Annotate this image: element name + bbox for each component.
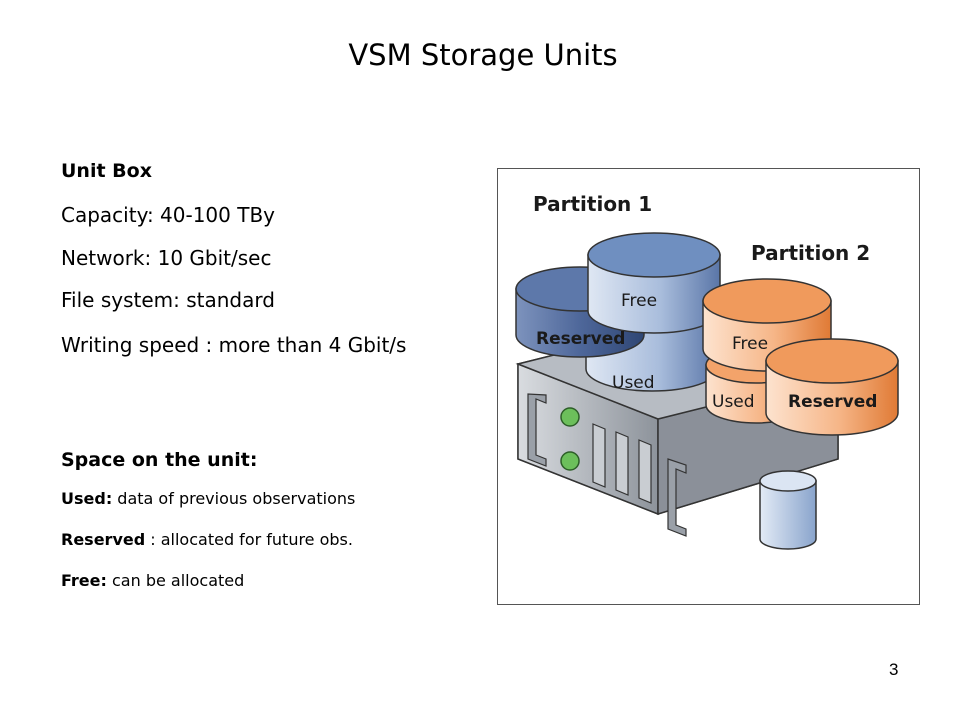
legend-used: Used: data of previous observations (61, 489, 355, 508)
network-spec: Network: 10 Gbit/sec (61, 246, 272, 270)
storage-diagram: Partition 1 Partition 2 Free Reserved Us… (497, 168, 920, 605)
disk-free-1-label: Free (621, 291, 657, 311)
legend-reserved-term: Reserved (61, 530, 146, 549)
legend-used-desc: data of previous observations (112, 489, 356, 508)
disk-used-1-label: Used (612, 373, 655, 393)
file-system-spec: File system: standard (61, 288, 275, 312)
status-light-icon (560, 451, 580, 471)
unit-box-heading: Unit Box (61, 160, 152, 182)
storage-diagram-svg: Partition 1 Partition 2 Free Reserved Us… (515, 192, 899, 550)
legend-used-term: Used: (61, 489, 113, 508)
legend-reserved-desc: : allocated for future obs. (145, 530, 353, 549)
disk-reserved-1-label: Reserved (536, 329, 625, 349)
legend-free: Free: can be allocated (61, 571, 244, 590)
disk-free-2-label: Free (732, 334, 768, 354)
space-heading: Space on the unit: (61, 449, 258, 471)
partition-1-disks (515, 232, 721, 392)
small-disk-icon (759, 470, 817, 550)
disk-used-2-label: Used (712, 392, 755, 412)
writing-speed-spec: Writing speed : more than 4 Gbit/s (61, 333, 407, 357)
page-title: VSM Storage Units (348, 38, 618, 72)
page-number: 3 (889, 660, 899, 679)
capacity-spec: Capacity: 40-100 TBy (61, 203, 276, 227)
partition-2-disks (702, 278, 899, 436)
partition-1-label: Partition 1 (533, 192, 652, 216)
legend-reserved: Reserved : allocated for future obs. (61, 530, 353, 549)
disk-reserved-2-label: Reserved (788, 392, 877, 412)
legend-free-term: Free: (61, 571, 107, 590)
status-light-icon (560, 407, 580, 427)
partition-2-label: Partition 2 (751, 241, 870, 265)
legend-free-desc: can be allocated (106, 571, 245, 590)
